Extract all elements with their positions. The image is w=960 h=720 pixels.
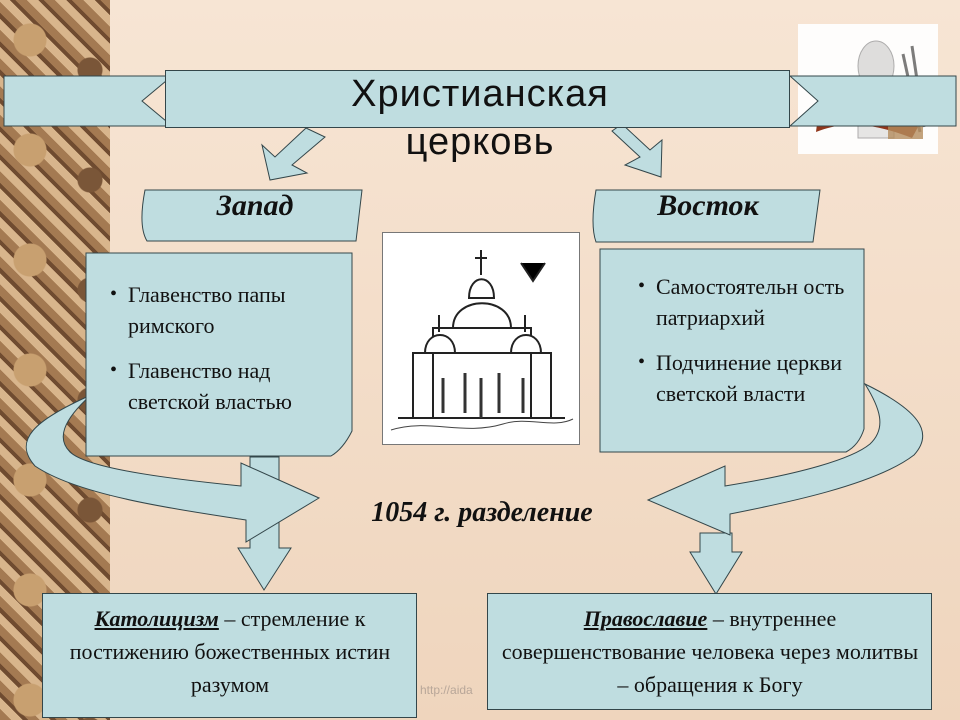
split-label: 1054 г. разделение xyxy=(371,497,593,528)
cathedral-image xyxy=(382,232,580,445)
west-points-list: Главенство папы римского Главенство над … xyxy=(100,279,340,431)
west-point-1: Главенство папы римского xyxy=(100,279,340,341)
watermark: http://aida xyxy=(420,683,473,697)
catholicism-text: Католицизм – стремление к постижению бож… xyxy=(55,602,405,701)
orthodoxy-text: Православие – внутреннее совершенствован… xyxy=(500,602,920,701)
page-title: Христианская церковь xyxy=(250,70,710,166)
title-line-1: Христианская xyxy=(351,73,609,115)
cathedral-icon xyxy=(390,250,574,431)
east-point-1: Самостоятельн ость патриархий xyxy=(628,271,858,333)
west-point-2: Главенство над светской властью xyxy=(100,355,340,417)
catholicism-term: Католицизм xyxy=(94,606,219,631)
orthodoxy-term: Православие xyxy=(583,606,708,631)
east-points-list: Самостоятельн ость патриархий Подчинение… xyxy=(628,271,858,423)
east-label: Восток xyxy=(657,189,759,222)
orthodoxy-box xyxy=(487,593,932,710)
title-line-2: церковь xyxy=(405,121,555,163)
east-point-2: Подчинение церкви светской власти xyxy=(628,347,858,409)
orthodoxy-description: – внутреннее совершенствование человека … xyxy=(501,606,919,697)
west-label: Запад xyxy=(216,189,294,222)
title-banner xyxy=(165,70,790,128)
catholicism-box xyxy=(42,593,417,718)
catholicism-description: – стремление к постижению божественных и… xyxy=(69,606,391,697)
